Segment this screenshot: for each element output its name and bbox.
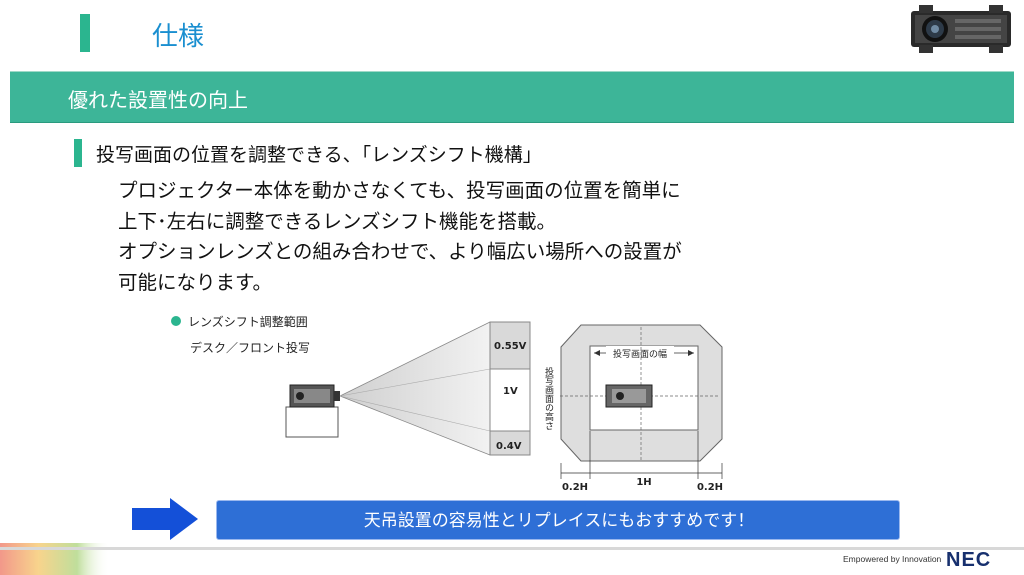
legend-subtitle: デスク／フロント投写 [190, 340, 310, 355]
projector-icon [289, 384, 340, 408]
feature-heading: 投写画面の位置を調整できる、「レンズシフト機構」 [96, 144, 542, 166]
description-line: 可能になります。 [118, 270, 273, 294]
page-title: 仕様 [152, 22, 205, 52]
shift-right-label: 0.2H [697, 482, 723, 493]
heading-accent-bar [74, 139, 82, 167]
shift-down-label: 0.4V [496, 441, 522, 452]
lens-shift-diagram: レンズシフト調整範囲 デスク／フロント投写 0.55V 1V 0.4V 投写画面… [171, 314, 723, 493]
shift-up-label: 0.55V [494, 341, 527, 352]
screen-width-label: 投写画面の幅 [613, 348, 667, 360]
screen-height-caption: 投写画面の高さ [543, 366, 554, 430]
callout-text: 天吊設置の容易性とリプレイスにもおすすめです！ [363, 511, 755, 531]
footer-tagline: Empowered by Innovation [843, 554, 942, 564]
footer-divider [0, 547, 1024, 550]
description-line: 上下･左右に調整できるレンズシフト機能を搭載。 [118, 209, 556, 233]
company-logo: NEC [946, 549, 992, 571]
section-title: 優れた設置性の向上 [68, 88, 248, 112]
description-line: オプションレンズとの組み合わせで、より幅広い場所への設置が [118, 240, 682, 263]
feature-description: プロジェクター本体を動かさなくても、投写画面の位置を簡単に 上下･左右に調整でき… [118, 176, 838, 298]
arrow-right-icon [132, 498, 198, 540]
callout-box: 天吊設置の容易性とリプレイスにもおすすめです！ [216, 500, 900, 540]
shift-left-label: 0.2H [562, 482, 588, 493]
legend-title: レンズシフト調整範囲 [188, 314, 308, 329]
screen-height-label: 1V [503, 386, 518, 397]
section-band [10, 71, 1014, 123]
description-line: プロジェクター本体を動かさなくても、投写画面の位置を簡単に [118, 179, 681, 202]
projection-beam [340, 322, 490, 455]
legend-dot-icon [171, 316, 181, 326]
projector-photo [911, 5, 1011, 53]
projector-mini-icon [605, 384, 653, 408]
screen-width-unit-label: 1H [636, 477, 651, 488]
desk [285, 406, 339, 438]
title-accent-bar [80, 14, 90, 52]
